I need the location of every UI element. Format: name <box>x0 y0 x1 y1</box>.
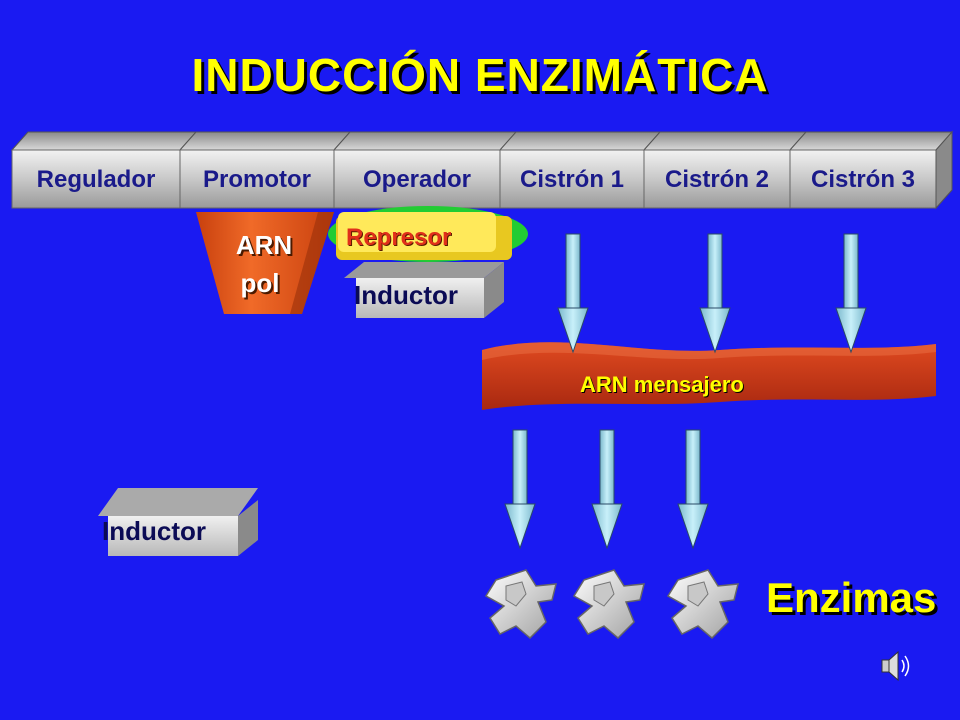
transcription-arrows <box>557 233 867 354</box>
gene-label-regulador: Regulador <box>36 166 156 193</box>
gene-label-cistron-1: Cistrón 1 <box>519 166 624 193</box>
arn-pol-shape <box>196 212 334 314</box>
gene-label-cistron-3: Cistrón 3 <box>810 166 915 193</box>
mrna-ribbon <box>482 342 936 410</box>
gene-label-cistron-2: Cistrón 2 <box>664 166 769 193</box>
gene-segment-operador <box>332 131 518 209</box>
gene-segment-cistron-3 <box>788 130 954 210</box>
gene-segment-cistron-1 <box>498 131 662 209</box>
gene-bar <box>10 130 954 210</box>
inductor-bound-label: Inductor <box>354 280 458 310</box>
arrow-down <box>557 233 589 354</box>
gene-segment-promotor <box>178 131 352 209</box>
represor-label: Represor <box>346 224 452 251</box>
slide-title: INDUCCIÓN ENZIMÁTICA <box>191 49 769 101</box>
enzyme-icon <box>572 569 645 640</box>
arn-pol-label-line2: pol <box>240 268 280 298</box>
enzyme-shapes <box>484 569 739 640</box>
inductor-free-label: Inductor <box>102 516 206 546</box>
arn-pol-label-line1: ARN <box>235 230 293 260</box>
gene-label-promotor: Promotor <box>203 166 311 193</box>
arrow-down <box>504 429 536 550</box>
enzyme-icon <box>666 569 739 640</box>
gene-label-operador: Operador <box>362 166 472 193</box>
enzimas-label: Enzimas <box>766 574 937 621</box>
represor-shape <box>328 206 528 262</box>
mrna-label: ARN mensajero <box>580 372 744 397</box>
enzyme-icon <box>484 569 557 640</box>
speaker-icon[interactable] <box>881 650 910 682</box>
arrow-down <box>677 429 709 550</box>
gene-segment-cistron-2 <box>642 131 808 209</box>
translation-arrows <box>504 429 709 550</box>
arrow-down <box>835 233 867 354</box>
arrow-down <box>591 429 623 550</box>
inductor-bound-block <box>344 262 504 318</box>
arrow-down <box>699 233 731 354</box>
inductor-free-block <box>98 488 258 556</box>
